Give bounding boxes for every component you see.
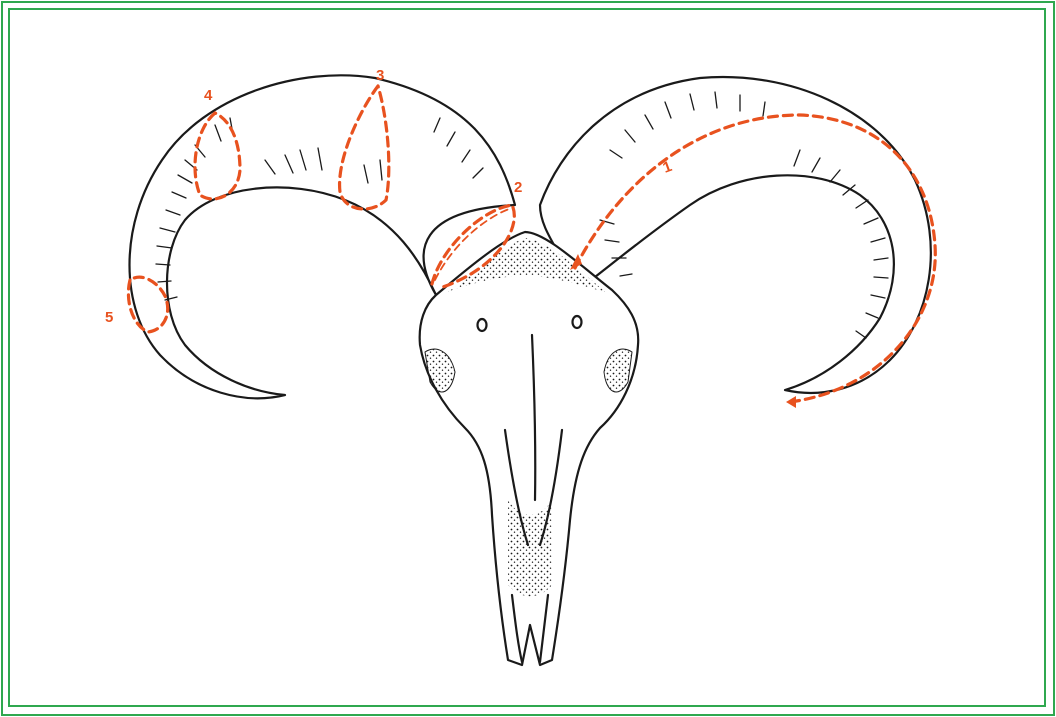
label-4: 4 [204,87,213,104]
skull [420,232,639,665]
label-5: 5 [105,309,113,326]
label-3: 3 [376,67,384,84]
label-2: 2 [514,179,522,196]
marker-1-arrow-end [786,396,796,408]
